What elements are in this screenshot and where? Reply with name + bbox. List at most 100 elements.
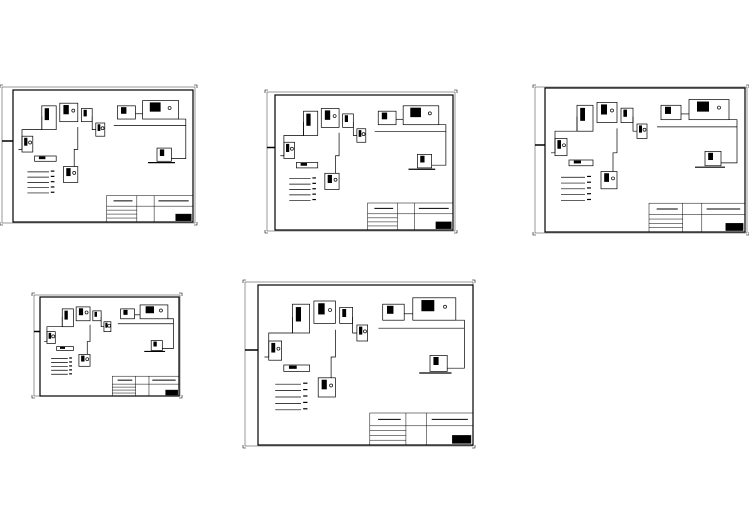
title-block	[367, 202, 454, 231]
equipment-symbol	[283, 364, 310, 372]
pipe-line	[264, 317, 293, 358]
pipe-line	[91, 116, 96, 130]
equipment-detail	[123, 309, 128, 315]
sheet-corner-marks	[264, 89, 458, 234]
equipment-symbol	[429, 355, 448, 372]
equipment-symbol	[342, 113, 354, 128]
equipment-detail	[387, 305, 394, 314]
legend	[289, 177, 316, 201]
equipment-symbol	[59, 102, 79, 123]
equipment-detail	[697, 101, 709, 112]
legend	[51, 357, 72, 375]
equipment-symbol	[568, 159, 594, 167]
equipment-detail	[344, 115, 348, 122]
equipment-symbol	[268, 340, 282, 361]
pipe-line	[721, 119, 738, 164]
equipment-detail	[159, 149, 165, 156]
equipment-symbol	[317, 377, 336, 398]
equipment-detail	[83, 109, 87, 117]
sheet-outer-frame	[33, 294, 181, 397]
equipment-detail	[97, 124, 101, 131]
equipment-detail	[38, 156, 46, 160]
equipment-detail	[105, 322, 108, 328]
equipment-symbol	[120, 308, 135, 320]
drawing-sheet-5[interactable]	[242, 279, 476, 449]
equipment-detail	[639, 125, 642, 133]
equipment-symbol	[92, 310, 102, 322]
pipe-line	[162, 318, 174, 349]
pipe-line	[352, 122, 357, 136]
title-block	[112, 375, 180, 397]
title-block	[106, 195, 194, 223]
sheet-border	[257, 284, 474, 446]
equipment-detail	[60, 346, 66, 349]
legend	[275, 382, 308, 411]
equipment-detail	[64, 310, 68, 320]
drawing-sheet-1[interactable]	[0, 84, 198, 226]
equipment-symbol	[660, 104, 682, 121]
equipment-detail	[66, 168, 71, 177]
process-flow-diagram	[264, 297, 465, 398]
equipment-detail	[63, 105, 69, 115]
equipment-symbol	[78, 354, 91, 367]
equipment-symbol	[688, 99, 730, 121]
process-flow-diagram	[44, 304, 174, 367]
equipment-symbol	[75, 306, 91, 322]
drawing-sheet-3[interactable]	[532, 84, 749, 236]
equipment-detail	[24, 137, 28, 146]
sheet-border	[544, 87, 746, 233]
equipment-symbol	[320, 108, 340, 128]
sheet-outer-frame	[244, 281, 474, 447]
sheet-corner-marks	[31, 292, 183, 399]
equipment-symbol	[704, 151, 722, 167]
pipe-line	[44, 316, 63, 342]
pipe-line	[330, 329, 336, 378]
pipe-line	[431, 124, 447, 166]
equipment-detail	[145, 306, 154, 314]
equipment-symbol	[377, 110, 397, 126]
sheet-border	[39, 296, 180, 397]
drawing-sheet-4[interactable]	[31, 292, 183, 399]
equipment-detail	[420, 155, 425, 163]
legend	[27, 170, 55, 194]
sheet-corner-marks	[242, 279, 476, 449]
legend	[561, 175, 591, 201]
equipment-detail	[318, 303, 325, 315]
equipment-detail	[271, 342, 276, 353]
equipment-symbol	[156, 147, 172, 162]
process-flow-diagram	[18, 100, 187, 183]
drawing-sheet-2[interactable]	[264, 89, 458, 234]
sheet-corner-marks	[532, 84, 749, 236]
equipment-detail	[149, 102, 161, 112]
pipe-line	[171, 118, 187, 159]
equipment-detail	[604, 173, 609, 182]
equipment-detail	[78, 308, 84, 316]
equipment-symbol	[61, 308, 74, 328]
equipment-detail	[327, 174, 332, 184]
equipment-detail	[286, 143, 290, 152]
pipe-line	[352, 317, 357, 334]
pipe-line	[612, 128, 618, 172]
equipment-detail	[288, 365, 297, 369]
equipment-symbol	[142, 100, 179, 120]
equipment-symbol	[313, 300, 336, 324]
sheet-outer-frame	[266, 91, 456, 232]
equipment-detail	[44, 108, 49, 121]
equipment-detail	[153, 341, 157, 347]
equipment-detail	[421, 300, 435, 312]
equipment-detail	[557, 140, 561, 149]
equipment-symbol	[402, 105, 440, 126]
equipment-detail	[342, 309, 347, 317]
equipment-symbol	[620, 107, 634, 123]
equipment-detail	[433, 357, 439, 365]
equipment-symbol	[412, 297, 457, 321]
pipe-line	[551, 116, 578, 154]
equipment-detail	[48, 332, 52, 339]
pipe-line	[447, 319, 465, 369]
equipment-detail	[601, 104, 607, 115]
equipment-detail	[81, 355, 85, 362]
equipment-detail	[410, 107, 421, 118]
equipment-detail	[708, 152, 713, 160]
pipe-line	[632, 116, 637, 132]
